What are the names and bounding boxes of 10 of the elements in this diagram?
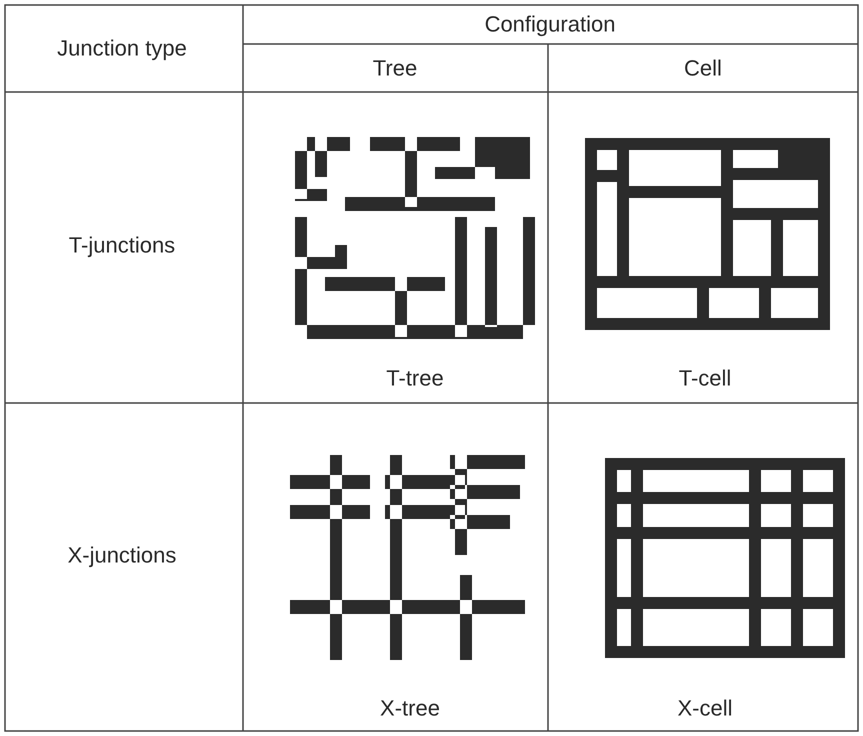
column-subheader: Tree: [372, 54, 418, 82]
drawing-caption: X-tree: [379, 694, 441, 722]
column-header: Configuration: [484, 10, 616, 38]
drawing-caption: T-cell: [678, 364, 732, 392]
drawing-caption: T-tree: [385, 364, 445, 392]
column-subheader: Cell: [683, 54, 723, 82]
drawing-caption: X-cell: [676, 694, 734, 722]
row-header-title: Junction type: [57, 34, 187, 62]
row-header: T-junctions: [68, 231, 176, 259]
row-header: X-junctions: [66, 541, 178, 569]
